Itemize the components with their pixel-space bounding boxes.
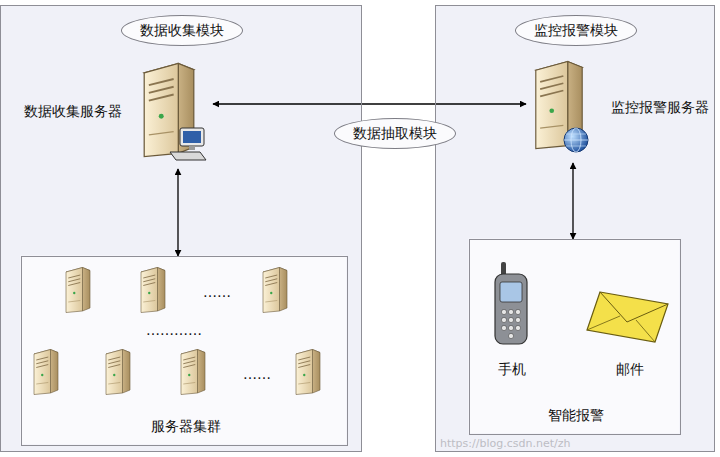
module-heading: 监控报警模块 <box>515 15 637 46</box>
mail-node: 邮件 <box>587 284 672 380</box>
group-label: 服务器集群 <box>151 418 221 435</box>
ellipsis: …… <box>203 284 231 301</box>
module-panel: 数据收集模块数据收集服务器服务器集群 <box>0 5 362 452</box>
watermark: https://blog.csdn.net/zh <box>440 437 570 450</box>
icon-label: 邮件 <box>616 361 644 378</box>
server-label: 数据收集服务器 <box>24 103 122 120</box>
ellipsis: ………… <box>146 322 202 339</box>
module-heading: 数据收集模块 <box>121 15 243 46</box>
server-node: 监控报警服务器 <box>526 59 711 163</box>
edge-label: 数据抽取模块 <box>334 118 456 149</box>
alarm-box: 智能报警 手机 邮件 <box>469 239 681 435</box>
envelope-icon <box>587 292 668 342</box>
double-arrow <box>572 163 573 239</box>
pc-icon <box>170 128 206 160</box>
module-panel: 监控报警模块监控报警服务器智能报警 手机 邮件 <box>435 5 715 452</box>
globe-icon <box>564 128 588 152</box>
server-label: 监控报警服务器 <box>611 99 709 116</box>
double-arrow <box>213 103 526 104</box>
phone-icon <box>495 262 527 344</box>
phone-node: 手机 <box>487 260 537 380</box>
icon-label: 手机 <box>498 361 526 378</box>
cluster-box: 服务器集群 <box>21 256 348 446</box>
double-arrow <box>177 169 178 256</box>
group-label: 智能报警 <box>548 407 604 424</box>
ellipsis: …… <box>243 366 271 383</box>
server-node: 数据收集服务器 <box>21 61 213 169</box>
